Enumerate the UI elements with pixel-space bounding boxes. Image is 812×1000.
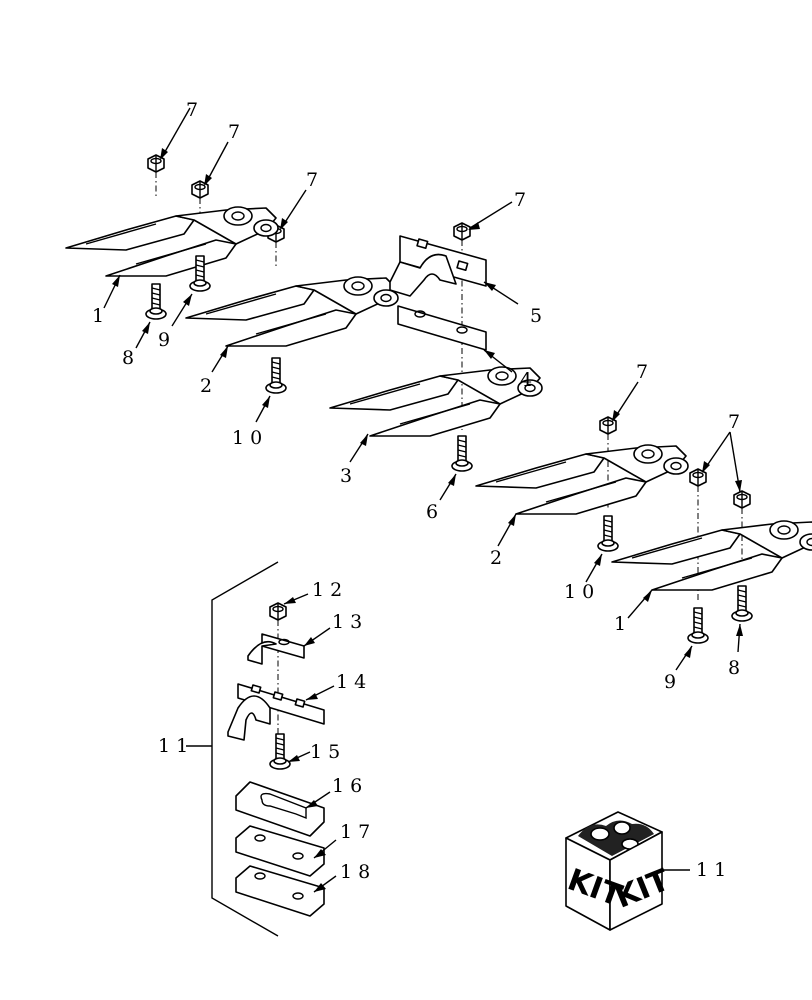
callout-bolt-9-right: 9 xyxy=(664,671,676,693)
nut-7-e xyxy=(599,381,639,508)
callout-bolt-8-right: 8 xyxy=(728,657,740,679)
callout-bolt-9-left: 9 xyxy=(158,329,170,351)
callout-kit-clip-small: 1 3 xyxy=(332,611,362,633)
guard-1-right xyxy=(611,520,812,619)
guard-2-left xyxy=(185,276,399,373)
guard-3 xyxy=(329,366,543,463)
bolt-6 xyxy=(439,435,473,501)
bolt-8-right xyxy=(731,585,753,653)
plate-4 xyxy=(397,305,513,373)
callout-guard-1-right: 1 xyxy=(614,613,626,635)
callout-guard-2-left: 2 xyxy=(200,375,212,397)
kit-bracket xyxy=(186,561,279,937)
callout-nut-a: 7 xyxy=(186,99,198,121)
callout-plate-4: 4 xyxy=(520,369,532,391)
callout-kit-group: 1 1 xyxy=(158,735,188,757)
kit-plate-18 xyxy=(235,865,337,917)
callout-bolt-10-right: 1 0 xyxy=(564,581,594,603)
nut-7-a xyxy=(147,107,191,196)
callout-kit-box: 1 1 xyxy=(696,859,726,881)
callout-bolt-10-left: 1 0 xyxy=(232,427,262,449)
kit-box-icon: KIT KIT xyxy=(563,811,690,931)
callout-bolt-8-left: 8 xyxy=(122,347,134,369)
nut-7-b xyxy=(191,141,229,224)
callout-guard-2-right: 2 xyxy=(490,547,502,569)
callout-guard-1-left: 1 xyxy=(92,305,104,327)
callout-kit-plate-a: 1 7 xyxy=(340,821,370,843)
callout-kit-bolt: 1 5 xyxy=(310,741,340,763)
bolt-10-right xyxy=(585,515,619,583)
bolt-10-left xyxy=(255,357,287,423)
callout-nut-d: 7 xyxy=(514,189,526,211)
kit-clip-13 xyxy=(247,627,331,665)
nut-7-c xyxy=(267,189,307,268)
callout-guard-3: 3 xyxy=(340,465,352,487)
callout-nut-b: 7 xyxy=(228,121,240,143)
callout-nut-c: 7 xyxy=(306,169,318,191)
callout-kit-slotted-plate: 1 6 xyxy=(332,775,362,797)
callout-kit-plate-b: 1 8 xyxy=(340,861,370,883)
callout-clip-5: 5 xyxy=(530,305,542,327)
callout-bolt-6: 6 xyxy=(426,501,438,523)
kit-bolt-15 xyxy=(269,733,311,770)
kit-slotted-plate-16 xyxy=(235,781,331,837)
callout-kit-nut: 1 2 xyxy=(312,579,342,601)
guard-1-left xyxy=(65,206,279,309)
kit-clip-14 xyxy=(227,683,335,741)
callout-nut-e: 7 xyxy=(636,361,648,383)
bolt-8-left xyxy=(135,283,167,349)
bolt-9-right xyxy=(675,607,709,671)
bolt-9-left xyxy=(171,255,211,327)
callout-nut-f: 7 xyxy=(728,411,740,433)
clip-5 xyxy=(389,235,519,305)
callout-kit-clip-large: 1 4 xyxy=(336,671,366,693)
guard-2-right xyxy=(475,444,689,547)
kit-plate-17 xyxy=(235,825,337,877)
